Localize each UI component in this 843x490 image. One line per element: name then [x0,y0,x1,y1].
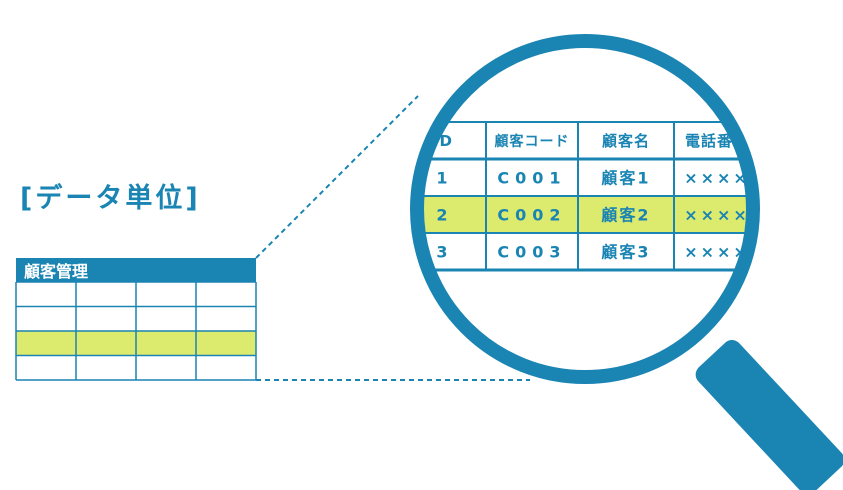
small-table: 顧客管理 [15,258,257,381]
small-table-title: 顧客管理 [24,262,88,281]
zoom-table-cell: 2 [436,206,449,225]
zoom-table-cell: 顧客2 [601,206,650,225]
zoom-table-cell: C001 [497,169,566,188]
small-table-grid [15,281,257,381]
zoom-table-cell: ×××× [684,169,750,188]
zoom-table-highlight-row [417,196,753,233]
zoom-table-cell: ×××× [684,243,750,262]
zoom-table-cell: C003 [497,243,566,262]
zoom-table-cell: ×××× [684,206,750,225]
zoom-table-cell: 顧客1 [601,169,650,188]
zoom-table-cell: 1 [436,169,449,188]
zoom-table-cell: 3 [436,243,449,262]
zoom-table-header-cell: 顧客コード [495,133,570,150]
magnifier-handle [695,340,843,490]
zoom-table-header-cell: 顧客名 [602,132,650,150]
small-table-header-bar [16,258,256,282]
zoom-table-cell: C002 [497,206,566,225]
heading: [データ単位] [20,183,201,214]
magnifier-icon [410,34,760,384]
connector-line-top [255,95,419,259]
zoom-table-cell: 顧客3 [601,243,650,262]
